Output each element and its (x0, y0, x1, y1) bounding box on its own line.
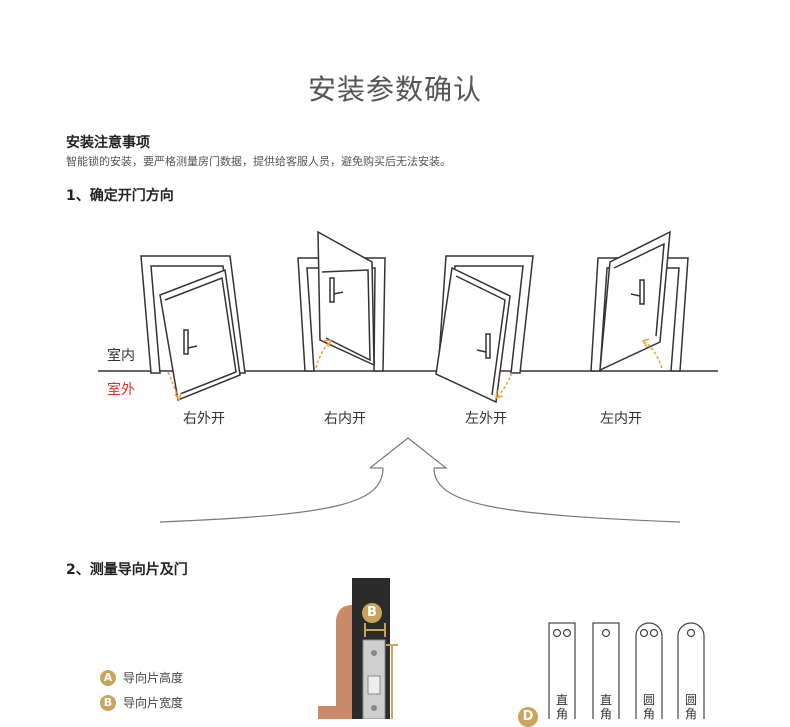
legend-item-b: B 导向片宽度 (100, 694, 183, 711)
step1-heading: 1、确定开门方向 (66, 188, 174, 204)
badge-b-marker: B (362, 601, 382, 623)
door-label-right-outward: 右外开 (183, 411, 225, 427)
label-outdoor: 室外 (107, 382, 135, 398)
plate-label-3: 圆角 (642, 693, 655, 721)
plate-label-1: 直角 (555, 693, 568, 721)
label-indoor: 室内 (107, 348, 135, 364)
door-label-right-inward: 右内开 (324, 411, 366, 427)
door-right-outward (140, 255, 246, 402)
legend-text-b: 导向片宽度 (123, 696, 184, 710)
guide-plates (548, 622, 705, 719)
step2-heading: 2、测量导向片及门 (66, 562, 188, 578)
up-arrow (159, 437, 681, 523)
notes-heading: 安装注意事项 (66, 135, 150, 151)
plate-label-2: 直角 (599, 693, 612, 721)
door-left-outward (435, 255, 534, 404)
legend-item-a: A 导向片高度 (100, 669, 183, 686)
door-label-left-outward: 左外开 (465, 411, 507, 427)
door-left-inward (590, 230, 689, 372)
badge-d-marker: D (518, 705, 538, 727)
badge-b: B (100, 694, 116, 711)
plate-label-4: 圆角 (684, 693, 697, 721)
badge-a: A (100, 669, 116, 686)
legend-text-a: 导向片高度 (123, 671, 184, 685)
door-right-inward (297, 230, 386, 372)
door-label-left-inward: 左内开 (600, 411, 642, 427)
lock-assembly (318, 578, 398, 719)
notes-text: 智能锁的安装，要严格测量房门数据，提供给客服人员，避免购买后无法安装。 (66, 155, 451, 168)
page-title: 安装参数确认 (307, 73, 482, 106)
